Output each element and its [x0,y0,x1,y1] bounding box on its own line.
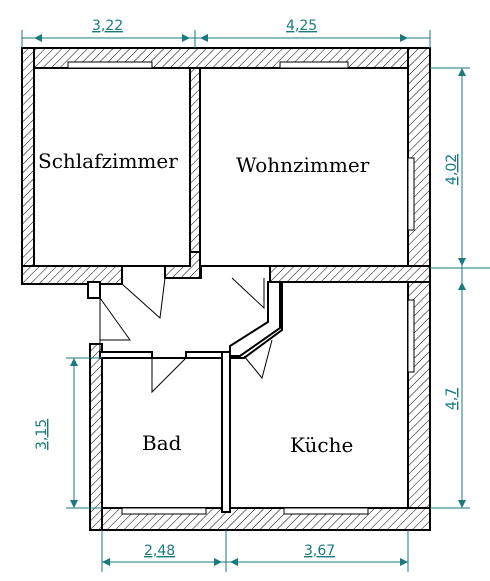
dim-label-left-lower: 3,15 [34,419,50,450]
dim-right [430,67,490,509]
dim-top [21,30,431,48]
door-hall [99,297,131,341]
wall-bad-kitchen [221,351,231,513]
window-bad [121,507,207,515]
dim-label-bottom-left: 2,48 [144,543,175,559]
door-bedroom [121,277,166,320]
room-wohnzimmer [199,67,409,267]
door-kitchen [243,339,273,380]
door-bad [151,357,187,394]
dim-left [66,357,102,509]
room-schlafzimmer [33,67,191,267]
window-living [279,61,349,69]
dim-label-top-left: 3,22 [92,18,123,34]
wall-mid-left [21,265,123,285]
wall-left-upper [21,47,35,285]
wall-kitchen-corner [229,281,281,357]
window-kitchen [283,507,369,515]
wall-bed-living [189,67,201,269]
dim-label-right-upper: 4,02 [444,154,460,185]
label-bad: Bad [142,431,182,455]
label-wohnzimmer: Wohnzimmer [236,153,370,177]
window-bedroom [67,61,153,69]
window-living-right [407,157,415,231]
dim-label-right-lower: 4,7 [444,388,460,410]
dim-label-top-right: 4,25 [286,18,317,34]
dim-label-bottom-right: 3,67 [304,543,335,559]
room-bad [101,357,223,509]
label-kueche: Küche [290,433,353,457]
wall-left-lower [89,343,103,531]
room-kueche [229,281,409,509]
dim-bottom [101,530,409,572]
wall-hall-left [87,281,101,299]
wall-mid-right [269,265,431,283]
door-living [231,277,265,310]
label-schlafzimmer: Schlafzimmer [38,149,178,173]
window-kitchen-right [407,299,415,373]
